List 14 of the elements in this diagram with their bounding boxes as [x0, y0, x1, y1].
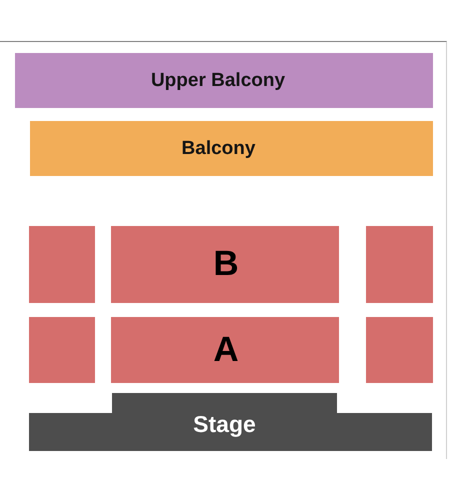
seating-section — [29, 226, 95, 303]
section-label: A — [213, 330, 239, 370]
seating-section — [366, 317, 433, 383]
seating-section — [111, 317, 339, 383]
balcony-section — [30, 121, 433, 176]
seating-section — [29, 317, 95, 383]
seating-section — [366, 226, 433, 303]
stage-area — [29, 393, 432, 451]
upper-balcony-section — [15, 53, 433, 108]
section-label: B — [213, 244, 239, 285]
seating-section — [111, 226, 339, 303]
stage-label: Stage — [193, 410, 256, 438]
section-label: Balcony — [182, 138, 256, 160]
section-label: Upper Balcony — [150, 70, 286, 92]
